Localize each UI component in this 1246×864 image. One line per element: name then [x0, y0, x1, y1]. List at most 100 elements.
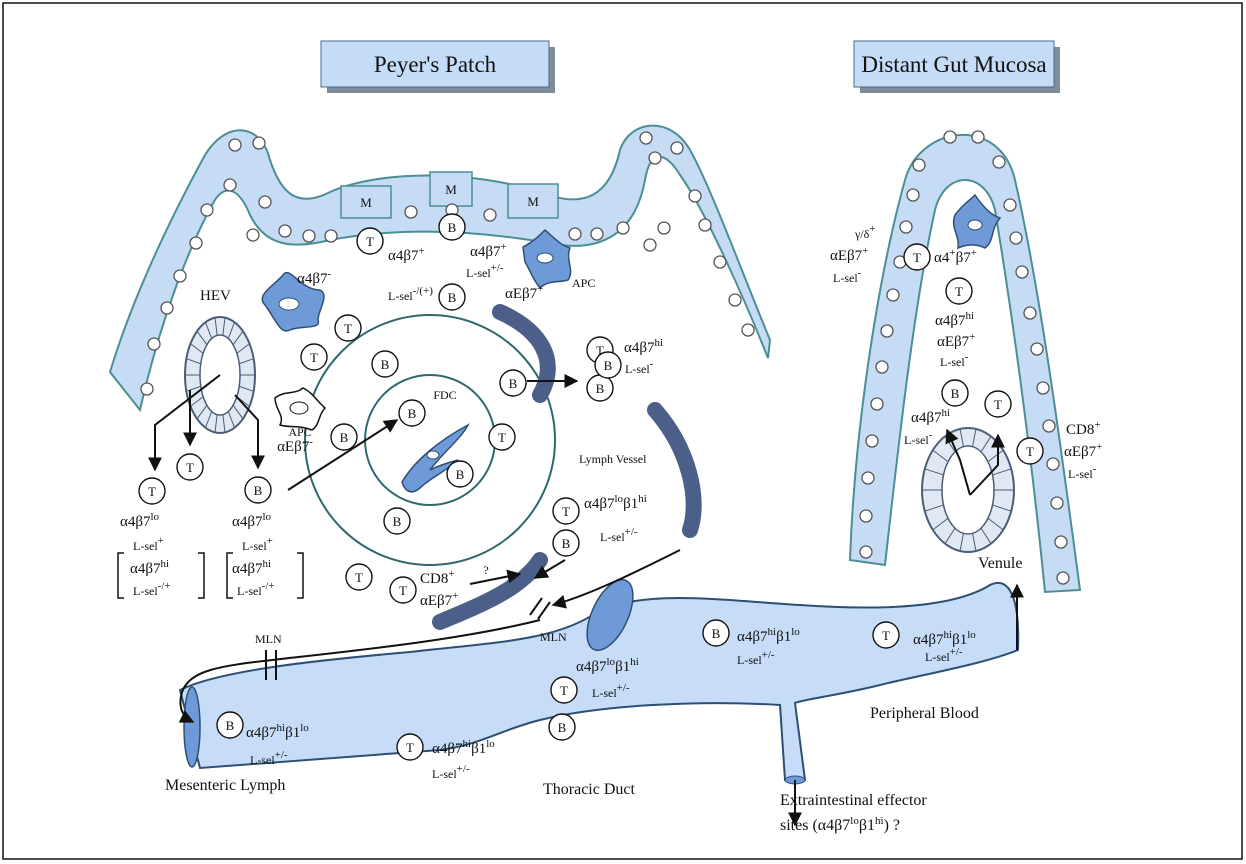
nucleus	[993, 156, 1005, 168]
cell-letter: T	[955, 284, 963, 299]
nucleus	[871, 398, 883, 410]
cell-letter: B	[448, 290, 457, 305]
phenotype-label: L-sel+	[133, 535, 164, 553]
peripheral-blood-label: Peripheral Blood	[870, 705, 979, 722]
cell-letter: T	[355, 570, 363, 585]
nucleus	[617, 222, 629, 234]
nucleus	[671, 142, 683, 154]
apc-label: APC	[288, 425, 311, 439]
cell-letter: B	[393, 514, 402, 529]
nucleus	[900, 221, 912, 233]
phenotype-label: αEβ7+	[420, 590, 458, 609]
cell-letter: T	[562, 504, 570, 519]
phenotype-label: L-sel-	[833, 267, 862, 285]
apc-nucleus	[537, 253, 553, 263]
nucleus	[325, 230, 337, 242]
nucleus	[876, 361, 888, 373]
nucleus	[640, 132, 652, 144]
mesenteric-lymph-label: Mesenteric Lymph	[165, 777, 285, 794]
bracket	[297, 553, 303, 598]
cell-letter: B	[562, 536, 571, 551]
extraintestinal-label: Extraintestinal effector	[780, 792, 927, 809]
cell-letter: T	[560, 683, 568, 698]
nucleus	[972, 131, 984, 143]
nucleus	[1057, 572, 1069, 584]
phenotype-label: α4β7hi	[935, 310, 974, 329]
cell-letter: T	[399, 583, 407, 598]
peyers-patch-title: Peyer's Patch	[374, 52, 497, 77]
mesenteric-lymph-opening	[184, 687, 200, 767]
cell-letter: B	[712, 626, 721, 641]
nucleus	[190, 237, 202, 249]
nucleus	[860, 546, 872, 558]
cell-letter: T	[994, 397, 1002, 412]
mln-label: MLN	[540, 630, 567, 644]
nucleus	[742, 324, 754, 336]
nucleus	[1031, 343, 1043, 355]
nucleus	[729, 294, 741, 306]
nucleus	[405, 206, 417, 218]
venule-label: Venule	[978, 555, 1022, 572]
cell-letter: B	[558, 720, 567, 735]
nucleus	[591, 228, 603, 240]
phenotype-label: L-sel+	[242, 535, 273, 553]
nucleus	[907, 189, 919, 201]
nucleus	[1010, 232, 1022, 244]
nucleus	[1055, 536, 1067, 548]
cell-letter: B	[408, 406, 417, 421]
phenotype-label: α4β7lo	[120, 511, 160, 530]
nucleus	[714, 256, 726, 268]
nucleus	[1037, 382, 1049, 394]
nucleus	[247, 229, 259, 241]
lymph-vessel-segment	[655, 410, 694, 530]
cell-letter: T	[882, 628, 890, 643]
phenotype-label: γ/δ+	[854, 223, 876, 241]
phenotype-label: L-sel-/(+)	[388, 285, 433, 303]
nucleus	[699, 219, 711, 231]
nucleus	[887, 289, 899, 301]
nucleus	[881, 325, 893, 337]
nucleus	[1051, 497, 1063, 509]
phenotype-label: L-sel-/+	[237, 580, 275, 598]
phenotype-label: α4β7loβ1hi	[584, 493, 647, 512]
cell-letter: B	[604, 358, 613, 373]
nucleus	[224, 179, 236, 191]
phenotype-label: αEβ7+	[1064, 441, 1102, 460]
nucleus	[569, 228, 581, 240]
phenotype-label: α4β7hi	[232, 558, 271, 577]
phenotype-label: α4+β7+	[934, 247, 977, 266]
m-cell-label: M	[445, 182, 457, 197]
hev-label: HEV	[200, 288, 231, 304]
nucleus	[860, 510, 872, 522]
bracket	[118, 553, 124, 598]
nucleus	[279, 225, 291, 237]
nucleus	[866, 435, 878, 447]
cell-letter: T	[1026, 444, 1034, 459]
cell-letter: B	[448, 220, 457, 235]
cell-letter: B	[456, 467, 465, 482]
nucleus	[253, 137, 265, 149]
question-mark: ?	[483, 563, 488, 577]
title-distant-gut: Distant Gut Mucosa	[854, 41, 1060, 93]
nucleus	[161, 302, 173, 314]
thoracic-duct-label: Thoracic Duct	[543, 781, 636, 798]
cell-letter: B	[340, 430, 349, 445]
mln-label: MLN	[255, 632, 282, 646]
cell-letter: B	[226, 718, 235, 733]
nucleus	[148, 338, 160, 350]
nucleus	[1004, 199, 1016, 211]
distant-gut-title: Distant Gut Mucosa	[861, 52, 1046, 77]
phenotype-label: α4β7hiβ1lo	[432, 738, 495, 757]
cell-letter: B	[951, 386, 960, 401]
nucleus	[1047, 458, 1059, 470]
phenotype-label: L-sel-	[904, 429, 933, 447]
phenotype-label: L-sel-	[940, 351, 969, 369]
lymph-vessel-label: Lymph Vessel	[579, 452, 647, 466]
nucleus	[1043, 420, 1055, 432]
nucleus	[644, 239, 656, 251]
phenotype-label: α4β7hi	[911, 407, 950, 426]
phenotype-label: L-sel-	[1068, 463, 1097, 481]
cell-letter: T	[344, 321, 352, 336]
phenotype-label: L-sel-	[625, 358, 654, 376]
